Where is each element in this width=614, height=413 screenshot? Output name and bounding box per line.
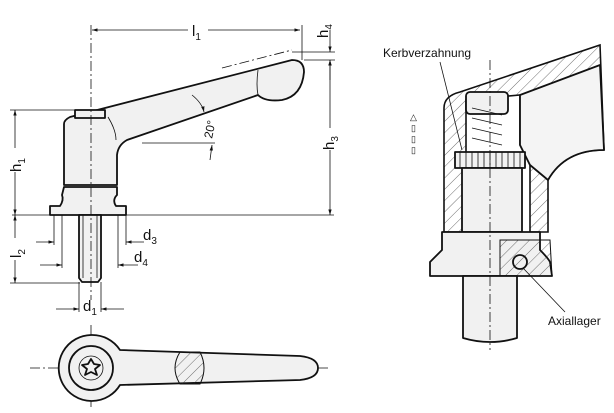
dim-h1: h1 [8,158,28,172]
dim-h3: h3 [321,136,341,150]
svg-text:▯: ▯ [411,145,416,155]
screw-head [74,109,106,119]
top-view [30,325,330,410]
dim-d1: d1 [83,298,97,318]
side-view: l1 h4 h3 h1 l2 20° d3 [7,20,341,318]
label-axiallager: Axiallager [548,314,601,328]
dim-l2: l2 [8,249,28,258]
svg-text:△: △ [410,112,417,122]
threaded-stud [78,214,102,283]
socket-screw [465,91,509,115]
torx-icon [81,358,101,376]
bearing-ball [512,254,528,270]
label-kerbverzahnung: Kerbverzahnung [383,46,471,60]
dim-d3: d3 [143,227,157,247]
dim-d4: d4 [134,249,148,269]
collar [49,186,127,216]
dim-h4: h4 [315,24,335,38]
symbol-column: △ ▯ ▯ ▯ [410,112,417,155]
svg-text:▯: ▯ [411,123,416,133]
section-view: Kerbverzahnung Axiallager △ ▯ ▯ ▯ [383,43,605,350]
svg-text:▯: ▯ [411,134,416,144]
dim-l1: l1 [192,23,201,43]
lever-body [63,59,305,186]
dim-angle: 20° [201,119,219,140]
